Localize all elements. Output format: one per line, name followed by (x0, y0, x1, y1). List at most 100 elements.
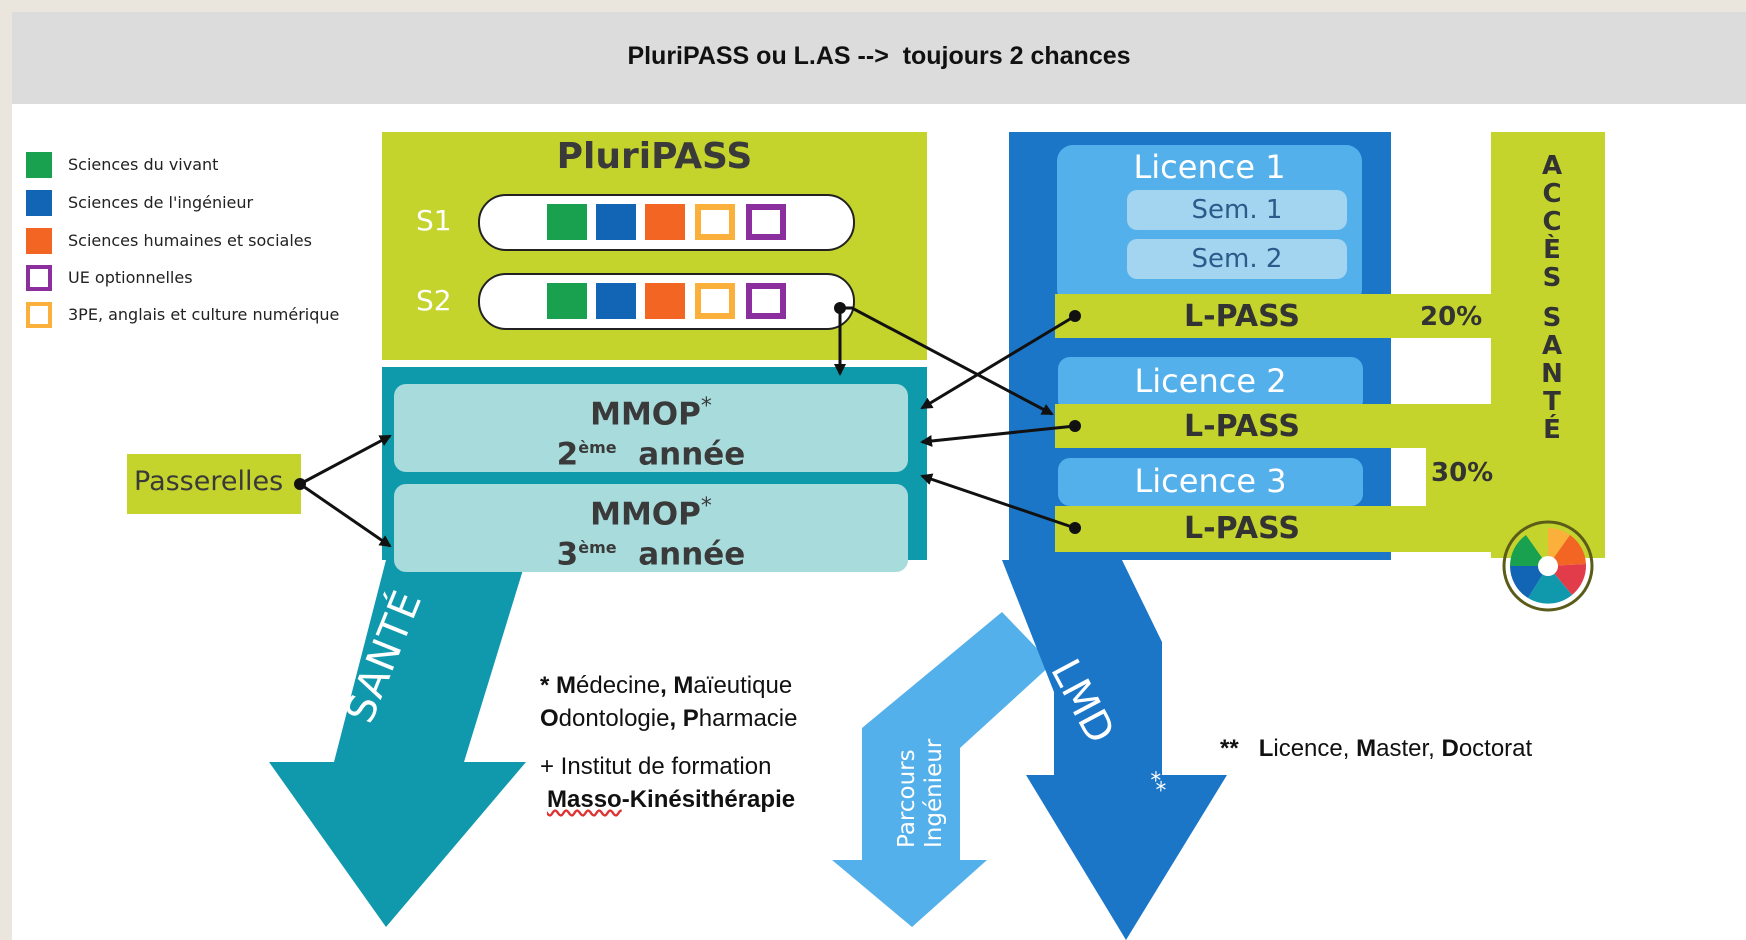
sante-note-line3: + Institut de formation (540, 753, 772, 780)
header-bar: PluriPASS ou L.AS --> toujours 2 chances (12, 12, 1746, 104)
acces-sante-letter: É (1543, 415, 1561, 445)
lpass3-to-mmop-arrow (920, 473, 1076, 530)
sante-note-line2: Odontologie, Pharmacie (540, 705, 798, 733)
legend-swatch (26, 152, 52, 178)
lmd-note-doctorat: octorat (1458, 735, 1533, 762)
pluripass-title: PluriPASS (556, 136, 753, 177)
mmop-year3-word: année (638, 536, 746, 573)
s2-humaines-square (645, 283, 685, 319)
lmd-note-licence: icence, (1273, 735, 1357, 762)
lmd-note: ** Licence, Master, Doctorat (1220, 735, 1532, 763)
parcours-line2: Ingénieur (921, 738, 947, 848)
passerelles-box (127, 454, 301, 514)
passerelles-label: Passerelles (134, 466, 284, 497)
lpass-label-3: L-PASS (1184, 511, 1300, 546)
mmop-year2-num: 2 (556, 436, 579, 473)
diagram-graphics (127, 132, 1605, 940)
acces-sante-letter: A (1541, 331, 1563, 361)
mmop-year3-star: * (700, 494, 712, 519)
passerelles-to-mmop3-arrow (299, 482, 392, 548)
diagram-canvas: PluriPASS ou L.AS --> toujours 2 chances (12, 12, 1746, 940)
color-wheel-icon (1502, 520, 1594, 612)
licence2-title: Licence 2 (1134, 362, 1287, 400)
s2-optionnelles-square (746, 283, 786, 319)
mmop-year2-sup: ème (578, 438, 617, 458)
s1-squares (547, 204, 786, 240)
s1-3pe-square (695, 204, 735, 240)
mmop-year2-title: MMOP (590, 396, 701, 433)
lpass-band-2 (1055, 404, 1497, 448)
legend-swatch (26, 190, 52, 216)
lmd-arrow (1002, 560, 1227, 940)
note-kinesitherapie: -Kinésithérapie (621, 786, 796, 813)
note-o: O (540, 705, 559, 732)
acces-sante-letter: S (1542, 303, 1562, 333)
pct-30-label: 30% (1431, 458, 1494, 488)
legend-swatch (26, 265, 52, 291)
mmop-year2-label: MMOP* 2ème année (394, 390, 908, 472)
note-masso: Masso (547, 786, 622, 813)
note-pharmacie: harmacie (698, 705, 798, 732)
legend-label: Sciences du vivant (68, 155, 219, 174)
connector-arrows (299, 306, 1076, 548)
lpass1-to-mmop-arrow (920, 314, 1076, 410)
lmd-note-m: M (1356, 735, 1377, 762)
s1-ingenieur-square (596, 204, 636, 240)
legend-label: Sciences de l'ingénieur (68, 193, 254, 212)
note-medecine: édecine (576, 672, 661, 699)
sante-arrow (269, 560, 526, 927)
note-p: , P (669, 705, 699, 732)
s2-3pe-square (695, 283, 735, 319)
mmop-year3-box (394, 484, 908, 572)
legend-swatch (26, 302, 52, 328)
lpass-band-3 (1055, 506, 1497, 552)
s2-label: S2 (416, 284, 452, 317)
sem2-label: Sem. 2 (1191, 244, 1283, 274)
s1-vivant-square (547, 204, 587, 240)
note-m: M (556, 672, 577, 699)
acces-sante-letter: C (1542, 207, 1562, 237)
acces-sante-letter: È (1543, 235, 1561, 265)
pct-20-label: 20% (1420, 302, 1483, 332)
lmd-note-d: D (1441, 735, 1459, 762)
legend-label: Sciences humaines et sociales (68, 231, 312, 250)
legend-label: UE optionnelles (68, 268, 193, 287)
mmop-year3-label: MMOP* 3ème année (394, 490, 908, 572)
legend-label: 3PE, anglais et culture numérique (68, 305, 340, 324)
s2-squares (547, 283, 786, 319)
sem1-label: Sem. 1 (1191, 195, 1283, 225)
sante-note-line4: Masso-Kinésithérapie (547, 786, 795, 814)
parcours-line1: Parcours (894, 749, 920, 848)
mmop-year3-title: MMOP (590, 496, 701, 533)
lmd-note-star: ** (1220, 735, 1239, 762)
note-maieutique: aïeutique (693, 672, 793, 699)
parcours-ingenieur-arrow (832, 612, 1052, 927)
licence3-title: Licence 3 (1134, 462, 1287, 500)
acces-sante-letter: C (1542, 179, 1562, 209)
lmd-note-l: L (1258, 735, 1274, 762)
sem1-box (1127, 190, 1347, 230)
mmop-year3-sup: ème (578, 538, 617, 558)
s1-optionnelles-square (746, 204, 786, 240)
lpass-label-1: L-PASS (1184, 299, 1300, 334)
acces-sante-column (1491, 132, 1605, 558)
lpass2-to-mmop-arrow (920, 424, 1076, 447)
page-title: PluriPASS ou L.AS --> toujours 2 chances (627, 42, 1131, 70)
lmd-note-master: aster, (1376, 735, 1442, 762)
sante-note-line1: * Médecine, Maïeutique (540, 672, 792, 700)
licence3-box (1058, 458, 1363, 506)
licence2-box (1058, 357, 1363, 412)
parcours-arrow-label: Parcours Ingénieur (894, 739, 948, 848)
pct20-zone (1414, 294, 1497, 338)
s2-vivant-square (547, 283, 587, 319)
legend-swatch (26, 228, 52, 254)
mmop-year2-word: année (638, 436, 746, 473)
acces-sante-letter: S (1542, 263, 1562, 293)
sante-note-star: * (540, 672, 550, 699)
s1-humaines-square (645, 204, 685, 240)
mmop-year3-num: 3 (556, 536, 579, 573)
licence1-title: Licence 1 (1133, 148, 1286, 186)
acces-sante-letter: N (1541, 359, 1563, 389)
sem2-box (1127, 239, 1347, 279)
